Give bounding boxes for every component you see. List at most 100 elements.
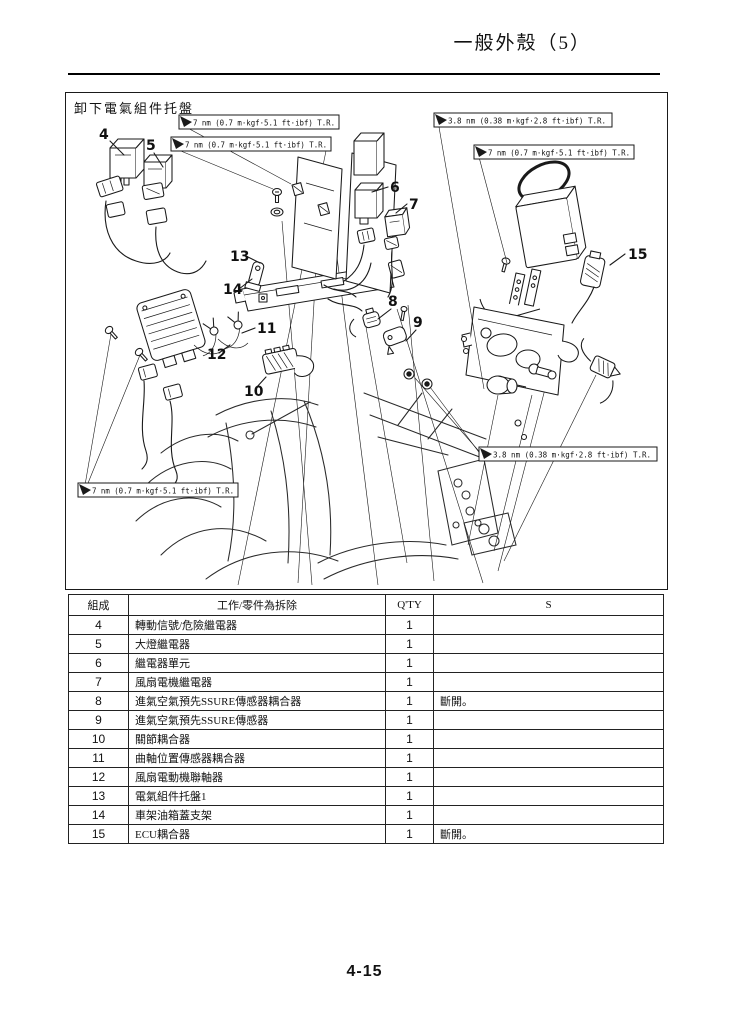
cell-remarks: [433, 710, 664, 730]
relay-4: [109, 138, 145, 186]
cell-job: 風扇電動機聯軸器: [128, 767, 386, 787]
part-label-8: 8: [388, 294, 398, 310]
header-remarks: S: [433, 594, 664, 616]
cell-qty: 1: [385, 615, 434, 635]
cell-job: 大燈繼電器: [128, 634, 386, 654]
throttle-bolts: [514, 419, 528, 441]
small-valve: [528, 363, 557, 380]
part-number-labels: 4 5 6 7 8 9 10 11 12 13 14 15: [99, 127, 647, 400]
table-row: 13 電氣組件托盤1 1: [68, 786, 664, 806]
svg-text:7 nm (0.7 m·kgf·5.1 ft·ibf) T.: 7 nm (0.7 m·kgf·5.1 ft·ibf) T.R.: [488, 149, 630, 158]
cell-qty: 1: [385, 729, 434, 749]
cell-remarks: [433, 615, 664, 635]
cell-order: 12: [68, 767, 129, 787]
leader-arrow-icon: [480, 448, 492, 459]
part-label-9: 9: [413, 315, 423, 331]
cell-order: 5: [68, 634, 129, 654]
table-row: 10 關節耦合器 1: [68, 729, 664, 749]
cell-job: 進氣空氣預先SSURE傳感器: [128, 710, 386, 730]
part-label-7: 7: [409, 197, 419, 213]
regulator-plug-2: [162, 383, 183, 401]
coupler-10: [262, 344, 314, 377]
relay-5-connector-2: [145, 207, 168, 225]
svg-text:7 nm (0.7 m·kgf·5.1 ft·ibf) T.: 7 nm (0.7 m·kgf·5.1 ft·ibf) T.R.: [92, 487, 234, 496]
torque-callout-2: 7 nm (0.7 m·kgf·5.1 ft·ibf) T.R.: [170, 136, 332, 190]
cell-qty: 1: [385, 710, 434, 730]
relay-upper: [353, 132, 385, 176]
cell-remarks: [433, 805, 664, 825]
relay-5-connector: [141, 182, 165, 200]
header-job: 工作/零件為拆除: [128, 594, 386, 616]
leader-arrow-icon: [435, 114, 447, 125]
sensor-9: [382, 326, 407, 355]
relay-5: [143, 154, 173, 189]
part-label-4: 4: [99, 127, 109, 143]
figure-title: 卸下電氣組件托盤: [74, 101, 195, 116]
cell-order: 7: [68, 672, 129, 692]
part-label-13: 13: [230, 249, 249, 265]
cell-qty: 1: [385, 672, 434, 692]
cell-remarks: [433, 729, 664, 749]
cell-remarks: 斷開。: [433, 691, 664, 711]
frame-artwork: [135, 392, 517, 580]
table-row: 9 進氣空氣預先SSURE傳感器 1: [68, 710, 664, 730]
part-label-5: 5: [146, 138, 156, 154]
table-row: 14 車架油箱蓋支架 1: [68, 805, 664, 825]
page-header-title: 一般外殼（5）: [453, 33, 591, 54]
cell-order: 9: [68, 710, 129, 730]
part-label-15: 15: [628, 247, 647, 263]
table-header-row: 組成 工作/零件為拆除 Q'TY S: [68, 594, 664, 616]
header-order: 組成: [68, 594, 129, 616]
page-number: 4-15: [346, 963, 383, 980]
sensor-bolt: [400, 305, 408, 322]
cell-remarks: [433, 786, 664, 806]
part-label-14: 14: [223, 282, 243, 298]
svg-text:7 nm (0.7 m·kgf·5.1 ft·ibf) T.: 7 nm (0.7 m·kgf·5.1 ft·ibf) T.R.: [193, 119, 335, 128]
exploded-view-panel: 卸下電氣組件托盤: [65, 92, 668, 590]
cell-order: 8: [68, 691, 129, 711]
cell-remarks: [433, 767, 664, 787]
torque-callout-5: 3.8 nm (0.38 m·kgf·2.8 ft·ibf) T.R.: [414, 377, 658, 462]
cell-job: 風扇電機繼電器: [128, 672, 386, 692]
table-row: 15 ECU耦合器 1 斷開。: [68, 824, 664, 844]
cell-order: 14: [68, 805, 129, 825]
cell-job: 車架油箱蓋支架: [128, 805, 386, 825]
cell-job: ECU耦合器: [128, 824, 386, 844]
svg-text:3.8 nm (0.38 m·kgf·2.8 ft·ibf): 3.8 nm (0.38 m·kgf·2.8 ft·ibf) T.R.: [493, 451, 651, 460]
leader-arrow-icon: [475, 146, 487, 157]
leader-arrow-icon: [180, 116, 192, 127]
relay-7: [384, 207, 411, 238]
cell-job: 繼電器單元: [128, 653, 386, 673]
torque-callout-6: 7 nm (0.7 m·kgf·5.1 ft·ibf) T.R.: [77, 333, 239, 498]
cell-remarks: [433, 634, 664, 654]
torque-callout-1: 7 nm (0.7 m·kgf·5.1 ft·ibf) T.R.: [178, 114, 340, 185]
cell-remarks: [433, 653, 664, 673]
relay-wires: [104, 200, 207, 275]
screw-left-2: [134, 347, 148, 362]
leader-arrow-icon: [79, 484, 91, 495]
cell-remarks: [433, 672, 664, 692]
cylinder-sensor: [486, 375, 527, 395]
cell-order: 4: [68, 615, 129, 635]
part-label-11: 11: [257, 321, 276, 337]
cell-qty: 1: [385, 786, 434, 806]
relay-6: [354, 182, 384, 225]
cell-job: 電氣組件托盤1: [128, 786, 386, 806]
cell-qty: 1: [385, 691, 434, 711]
ecu-screw: [501, 257, 511, 273]
part-label-12: 12: [207, 347, 226, 363]
table-row: 6 繼電器單元 1: [68, 653, 664, 673]
exploded-diagram: 7 nm (0.7 m·kgf·5.1 ft·ibf) T.R. 7 nm (0…: [77, 112, 658, 586]
right-connector: [580, 337, 621, 404]
header-qty: Q'TY: [385, 594, 434, 616]
table-row: 5 大燈繼電器 1: [68, 634, 664, 654]
torque-callout-3: 3.8 nm (0.38 m·kgf·2.8 ft·ibf) T.R.: [433, 112, 613, 390]
regulator-plug-1: [137, 363, 158, 381]
cell-remarks: 斷開。: [433, 824, 664, 844]
table-row: 7 風扇電機繼電器 1: [68, 672, 664, 692]
cell-job: 轉動信號/危險繼電器: [128, 615, 386, 635]
cell-order: 6: [68, 653, 129, 673]
sensor-8: [349, 307, 381, 338]
ecu-coupler-15: [579, 250, 606, 289]
